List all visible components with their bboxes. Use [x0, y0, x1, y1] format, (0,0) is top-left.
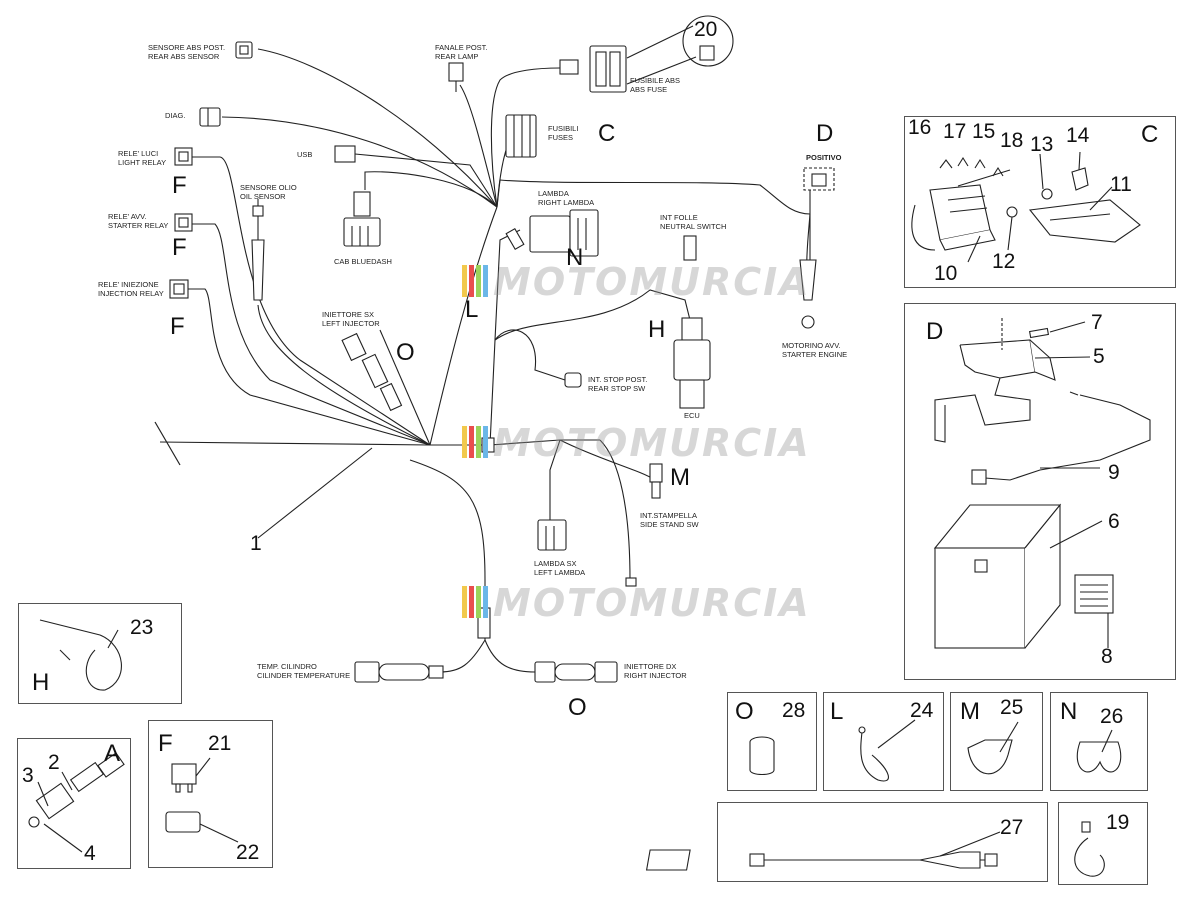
letter-o: O [568, 694, 587, 721]
panel-f-relay [148, 720, 273, 868]
watermark: MOTOMURCIA [493, 260, 811, 304]
letter-d: D [816, 120, 834, 147]
part-number: 19 [1106, 811, 1130, 834]
part-number: 4 [84, 842, 96, 865]
panel-h-bracket [18, 603, 182, 704]
part-number: 2 [48, 751, 60, 774]
part-number: 5 [1093, 345, 1105, 368]
letter-n: N [566, 244, 584, 271]
panel-o-part [727, 692, 817, 791]
part-number: 27 [1000, 816, 1024, 839]
part-number: 13 [1030, 133, 1054, 156]
part-number: 8 [1101, 645, 1113, 668]
label-rear-abs-sensor: SENSORE ABS POST.REAR ABS SENSOR [148, 43, 226, 61]
part-number: 17 [943, 120, 967, 143]
panel-d-parts [904, 303, 1176, 680]
part-number: 3 [22, 764, 34, 787]
part-number: 6 [1108, 510, 1120, 533]
label-ecu: ECU [684, 411, 700, 420]
panel-cable-27 [717, 802, 1048, 882]
letter-c: C [1141, 121, 1159, 148]
letter-f: F [172, 234, 187, 261]
part-number: 28 [782, 699, 806, 722]
watermark-logo-bars [462, 265, 490, 297]
letter-l: L [465, 296, 479, 323]
letter-h: H [32, 669, 50, 696]
part-number: 11 [1110, 173, 1132, 196]
part-number: 18 [1000, 129, 1024, 152]
part-number: 12 [992, 250, 1016, 273]
part-number: 20 [694, 18, 718, 41]
label-usb: USB [297, 150, 313, 159]
panel-n-part [1050, 692, 1148, 791]
letter-d: D [926, 318, 944, 345]
part-number: 10 [934, 262, 958, 285]
part-number: 25 [1000, 696, 1024, 719]
watermark-logo-bars [462, 426, 490, 458]
letter-h: H [648, 316, 666, 343]
part-number: 23 [130, 616, 154, 639]
label-cab-bluedash: CAB BLUEDASH [334, 257, 392, 266]
label-rear-lamp: FANALE POST.REAR LAMP [435, 43, 488, 61]
letter-l: L [830, 698, 844, 725]
letter-m: M [960, 698, 980, 725]
part-number: 26 [1100, 705, 1124, 728]
panel-clip-19 [1058, 802, 1148, 885]
label-starter-engine: MOTORINO AVV.STARTER ENGINE [782, 341, 848, 359]
watermark: MOTOMURCIA [493, 581, 811, 625]
part-number: 16 [908, 116, 932, 139]
letter-a: A [104, 740, 121, 767]
letter-n: N [1060, 698, 1078, 725]
panel-m-part [950, 692, 1043, 791]
label-diag: DIAG. [165, 111, 186, 120]
panel-a-sensor [17, 738, 131, 869]
part-number: 1 [250, 532, 262, 555]
letter-f: F [158, 730, 173, 757]
label-positive: POSITIVO [806, 153, 842, 162]
letter-f: F [172, 172, 187, 199]
part-number: 22 [236, 841, 260, 864]
letter-o: O [396, 339, 415, 366]
letter-m: M [670, 464, 690, 491]
letter-c: C [598, 120, 616, 147]
part-number: 24 [910, 699, 934, 722]
letter-f: F [170, 313, 185, 340]
label-rear-stop-switch: INT. STOP POST.REAR STOP SW [588, 375, 648, 393]
part-number: 14 [1066, 124, 1090, 147]
panel-c-parts [904, 116, 1176, 288]
part-number: 9 [1108, 461, 1120, 484]
label-starter-relay: RELE' AVV.STARTER RELAY [108, 212, 169, 230]
watermark: MOTOMURCIA [493, 421, 811, 465]
part-number: 7 [1091, 311, 1103, 334]
letter-o: O [735, 698, 754, 725]
part-number: 21 [208, 732, 232, 755]
part-number: 15 [972, 120, 996, 143]
watermark-logo-bars [462, 586, 490, 618]
panel-l-part [823, 692, 944, 791]
